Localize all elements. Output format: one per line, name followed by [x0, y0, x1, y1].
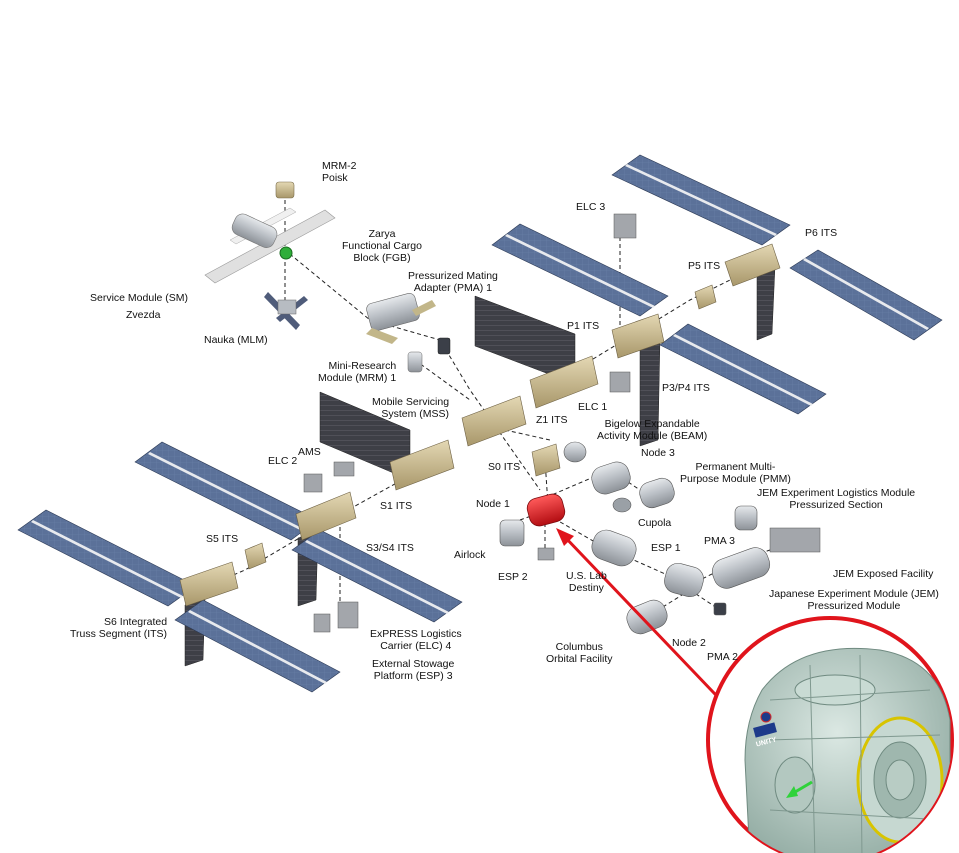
label-p3p4: P3/P4 ITS — [662, 382, 710, 394]
label-p6: P6 ITS — [805, 227, 838, 239]
poisk-module — [275, 181, 295, 199]
label-s3s4: S3/S4 ITS — [366, 542, 414, 554]
label-jem-ef: JEM Exposed Facility — [833, 568, 934, 580]
callout-arrow — [556, 528, 737, 717]
label-pma2: PMA 2 — [707, 651, 738, 663]
label-s1: S1 ITS — [380, 500, 413, 512]
label-nauka: Nauka (MLM) — [204, 334, 268, 346]
label-p1: P1 ITS — [567, 320, 600, 332]
service-module-zvezda — [204, 207, 336, 284]
label-pma3: PMA 3 — [704, 535, 735, 547]
node1-highlight — [526, 493, 566, 527]
nauka-module — [264, 292, 308, 330]
label-cupola: Cupola — [638, 517, 672, 529]
label-s0: S0 ITS — [488, 461, 521, 473]
label-z1: Z1 ITS — [536, 414, 568, 426]
label-node1: Node 1 — [476, 498, 510, 510]
label-service-module: Service Module (SM) — [90, 292, 189, 304]
label-elc1: ELC 1 — [578, 401, 608, 413]
zarya-module — [366, 293, 436, 344]
mrm1 — [407, 351, 423, 373]
label-esp2: ESP 2 — [498, 571, 528, 583]
pressurized-modules — [499, 441, 771, 635]
truss-segments — [179, 243, 781, 607]
label-ams: AMS — [298, 446, 321, 458]
label-elc3: ELC 3 — [576, 201, 606, 213]
label-esp1: ESP 1 — [651, 542, 681, 554]
assembly-lines — [209, 200, 801, 616]
solar-arrays — [17, 154, 943, 693]
pma1 — [437, 337, 451, 355]
label-jem: Japanese Experiment Module (JEM)Pressuri… — [769, 588, 939, 612]
label-p5: P5 ITS — [688, 260, 721, 272]
label-pmm: Permanent Multi-Purpose Module (PMM) — [680, 461, 791, 485]
s1-radiators — [184, 265, 776, 667]
label-zvezda: Zvezda — [126, 309, 161, 321]
label-s5: S5 ITS — [206, 533, 239, 545]
label-airlock: Airlock — [454, 549, 486, 561]
node1-zoom-callout — [706, 616, 954, 853]
logistics-carriers — [303, 213, 821, 633]
label-elc2: ELC 2 — [268, 455, 298, 467]
label-node3: Node 3 — [641, 447, 675, 459]
label-node2: Node 2 — [672, 637, 706, 649]
